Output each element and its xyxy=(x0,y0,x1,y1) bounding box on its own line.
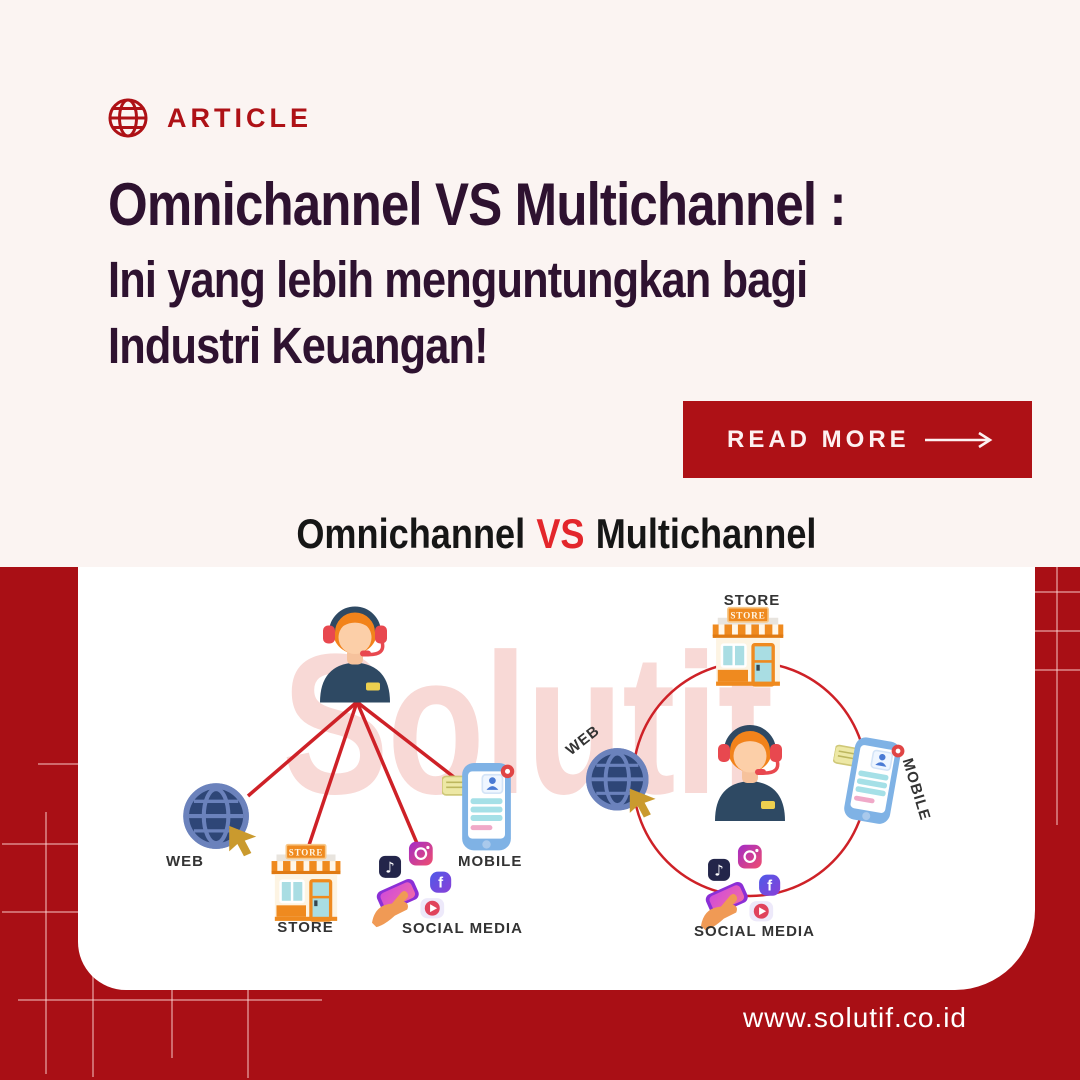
label-web: WEB xyxy=(166,853,204,870)
main-title-line3: Industri Keuangan! xyxy=(108,317,489,374)
agent-icon xyxy=(700,720,800,822)
social-media-icons xyxy=(700,843,790,931)
globe-icon xyxy=(108,98,148,138)
grid-line xyxy=(171,984,173,1058)
grid-line xyxy=(1035,630,1080,632)
mobile-phone-icon xyxy=(442,760,526,855)
store-icon: STORE xyxy=(704,606,792,690)
store-sign-text: STORE xyxy=(289,847,323,857)
diagram-heading: Omnichannel VS Multichannel xyxy=(78,510,1035,558)
label-mobile: MOBILE xyxy=(458,853,523,870)
label-store: STORE xyxy=(723,592,781,609)
diagram-heading-multichannel: Multichannel xyxy=(595,510,817,557)
grid-line xyxy=(1056,567,1058,825)
label-store: STORE xyxy=(277,919,334,936)
read-more-label: READ MORE xyxy=(727,425,910,453)
grid-line xyxy=(38,763,78,765)
website-url: www.solutif.co.id xyxy=(743,1002,967,1033)
grid-line xyxy=(2,911,78,913)
agent-icon xyxy=(305,600,405,705)
article-eyebrow: ARTICLE xyxy=(107,97,312,139)
grid-line xyxy=(1035,669,1080,671)
mobile-phone-icon xyxy=(822,727,917,835)
grid-line xyxy=(18,999,322,1001)
main-title-line2: Ini yang lebih menguntungkan bagi xyxy=(108,251,808,308)
article-label: ARTICLE xyxy=(167,102,312,133)
grid-line xyxy=(247,984,249,1078)
store-icon: STORE xyxy=(264,843,348,925)
read-more-button[interactable]: READ MORE xyxy=(683,401,1032,478)
store-sign-text: STORE xyxy=(730,611,765,621)
diagram-heading-vs: VS xyxy=(536,510,585,557)
grid-line xyxy=(92,951,94,1077)
grid-line xyxy=(1035,591,1080,593)
arrow-right-icon xyxy=(925,431,993,448)
grid-line xyxy=(45,812,47,1074)
web-globe-icon xyxy=(180,780,262,862)
diagram-heading-omnichannel: Omnichannel xyxy=(296,510,526,557)
label-social-media: SOCIAL MEDIA xyxy=(694,923,815,940)
main-title-line1: Omnichannel VS Multichannel : xyxy=(108,171,846,238)
grid-line xyxy=(2,843,78,845)
label-social-media: SOCIAL MEDIA xyxy=(402,920,523,937)
web-globe-icon xyxy=(583,745,661,823)
